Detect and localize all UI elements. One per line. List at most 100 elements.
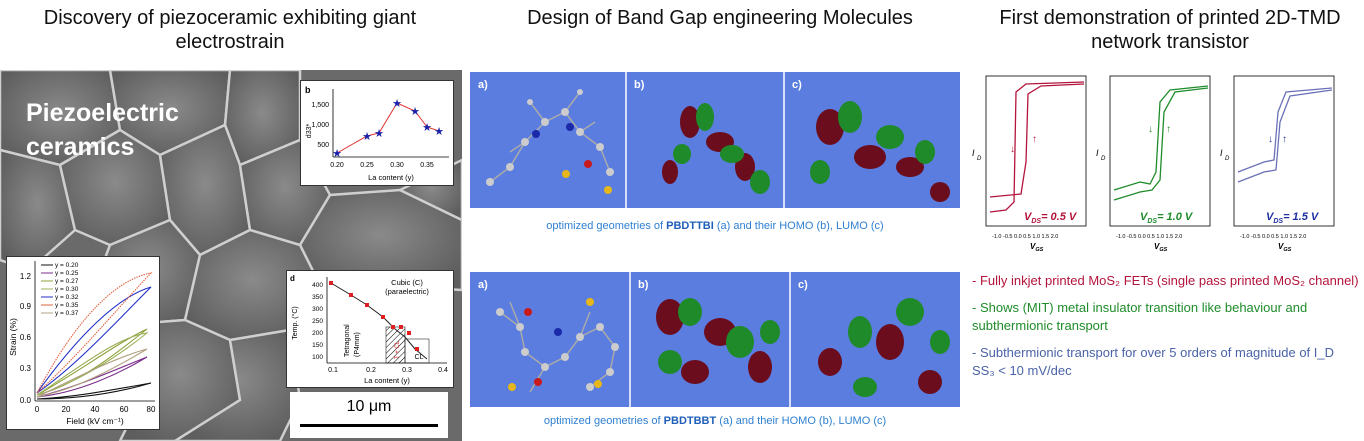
strain-xtick: 80 (147, 405, 156, 414)
svg-text:★: ★ (362, 131, 372, 143)
title-left: Discovery of piezoceramic exhibiting gia… (43, 7, 417, 53)
inset-d-xtick: 0.3 (402, 367, 412, 374)
svg-text:↑: ↑ (1032, 134, 1037, 145)
strain-xtick: 60 (120, 405, 129, 414)
inset-d-tet2: (P4mm) (354, 332, 361, 357)
svg-text:★: ★ (374, 128, 384, 140)
vgs-ticks: -1.0 -0.5 0.0 0.5 1.0 1.5 2.0 (1240, 234, 1306, 240)
svg-text:★: ★ (434, 126, 444, 138)
piezo-panel: Piezoelectric ceramics b 1,500 1,000 500… (0, 70, 462, 441)
label-b: b) (638, 279, 649, 291)
molecule-row-2: a) b) c) (470, 272, 960, 407)
strain-ylabel: Strain (%) (8, 318, 18, 356)
id-label: I (1220, 148, 1223, 158)
inset-d-cl: CL (415, 354, 424, 361)
svg-text:↓: ↓ (1148, 124, 1153, 135)
inset-d-xtick: 0.2 (366, 367, 376, 374)
inset-d-ylabel: Temp. (°C) (291, 306, 299, 340)
inset-d-ytick: 300 (312, 306, 323, 313)
strain-legend-entry: y = 0.27 (55, 278, 79, 285)
note-2: - Shows (MIT) metal insulator transition… (972, 300, 1308, 333)
strain-legend-entry: y = 0.20 (55, 262, 79, 269)
inset-d-tc: T + CL (395, 340, 401, 359)
strain-legend: y = 0.20 y = 0.25 y = 0.27 y = 0.30 y = … (41, 262, 79, 317)
vgs-label: VGS (1278, 242, 1292, 252)
inset-b-ytick: 500 (317, 142, 329, 149)
strain-ytick: 1.2 (20, 272, 32, 281)
inset-d-ytick: 250 (312, 318, 323, 325)
svg-text:↓: ↓ (1010, 144, 1015, 155)
inset-d-cubic: Cubic (C) (391, 278, 423, 287)
strain-legend-entry: y = 0.35 (55, 302, 79, 309)
id-label-sub: D (977, 156, 982, 162)
caption-1: optimized geometries of PBDTTBI (a) and … (546, 220, 884, 232)
inset-b-points: ★★★ ★★★★ (332, 98, 444, 160)
inset-d-xlabel: La content (y) (364, 376, 410, 385)
strain-legend-entry: y = 0.25 (55, 270, 79, 277)
scale-label: 10 μm (346, 398, 392, 415)
inset-b-xtick: 0.25 (360, 162, 374, 169)
vgs-ticks: -1.0 -0.5 0.0 0.5 1.0 1.5 2.0 (1116, 234, 1182, 240)
vgs-ticks: -1.0 -0.5 0.0 0.5 1.0 1.5 2.0 (992, 234, 1058, 240)
caption-2: optimized geometries of PBDTBBT (a) and … (543, 415, 887, 427)
inset-d-chart: d 400 350 300 250 200 150 100 0.1 0.2 0.… (286, 270, 454, 388)
svg-text:★: ★ (332, 148, 342, 160)
scale-bar: 10 μm (290, 392, 448, 438)
inset-d-para: (paraelectric) (385, 287, 429, 296)
inset-d-xtick: 0.1 (328, 367, 338, 374)
inset-b-chart: b 1,500 1,000 500 0.20 0.25 0.30 0.35 La… (300, 80, 454, 186)
vds-1-label: VDS= 0.5 V (1024, 211, 1078, 225)
title-right: First demonstration of printed 2D-TMD ne… (999, 7, 1341, 53)
inset-b-xtick: 0.20 (330, 162, 344, 169)
strain-xtick: 40 (91, 405, 100, 414)
transfer-curve-3: I D ↓ ↑ VDS= 1.5 V -1.0 -0.5 0.0 0.5 1.0 … (1220, 75, 1335, 252)
id-label-sub: D (1101, 156, 1106, 162)
inset-d-ytick: 400 (312, 282, 323, 289)
svg-text:★: ★ (422, 122, 432, 134)
note-3: - Subthermionic transport for over 5 ord… (972, 345, 1335, 378)
transfer-curve-1: I D ↓↑ VDS= 0.5 V -1.0 -0.5 0.0 0.5 1.0 … (972, 75, 1087, 252)
inset-b-label: b (305, 85, 311, 95)
label-a: a) (478, 79, 488, 91)
strain-xtick: 0 (35, 405, 40, 414)
piezo-line1: Piezoelectric (26, 99, 179, 127)
label-c: c) (792, 79, 802, 91)
strain-legend-entry: y = 0.32 (55, 294, 79, 301)
strain-ytick: 0.6 (20, 333, 32, 342)
label-c: c) (798, 279, 808, 291)
inset-b-xlabel: La content (y) (368, 173, 414, 182)
inset-d-tet: Tetragonal (344, 324, 351, 357)
inset-b-ytick: 1,000 (311, 122, 329, 129)
strain-xtick: 20 (62, 405, 71, 414)
svg-text:★: ★ (410, 106, 420, 118)
vgs-label: VGS (1154, 242, 1168, 252)
inset-d-ytick: 100 (312, 354, 323, 361)
title-middle: Design of Band Gap engineering Molecules (527, 7, 913, 29)
strain-ytick: 0.0 (20, 396, 32, 405)
inset-d-ytick: 200 (312, 330, 323, 337)
inset-d-xtick: 0.4 (438, 367, 448, 374)
vgs-label: VGS (1030, 242, 1044, 252)
vds-3-label: VDS= 1.5 V (1266, 211, 1320, 225)
strain-ytick: 0.9 (20, 302, 32, 311)
strain-ytick: 0.3 (20, 364, 32, 373)
vds-2-label: VDS= 1.0 V (1140, 211, 1194, 225)
strain-chart: 1.2 0.9 0.6 0.3 0.0 0 20 40 60 80 Field … (6, 256, 160, 430)
svg-text:↑: ↑ (1282, 134, 1287, 145)
inset-d-ytick: 350 (312, 294, 323, 301)
svg-text:★: ★ (392, 98, 402, 110)
transistor-notes: - Fully inkjet printed MoS₂ FETs (single… (972, 272, 1360, 389)
inset-b-xtick: 0.30 (390, 162, 404, 169)
molecule-row-1: a) b) c) (470, 72, 960, 208)
label-a: a) (478, 279, 488, 291)
strain-legend-entry: y = 0.37 (55, 310, 79, 317)
strain-xlabel: Field (kV cm⁻¹) (66, 416, 124, 426)
id-label: I (1096, 148, 1099, 158)
svg-text:↓: ↓ (1268, 134, 1273, 145)
piezo-line2: ceramics (26, 133, 135, 161)
id-label-sub: D (1225, 156, 1230, 162)
strain-legend-entry: y = 0.30 (55, 286, 79, 293)
note-1: - Fully inkjet printed MoS₂ FETs (single… (972, 273, 1359, 288)
transfer-curve-2: I D ↓↑ VDS= 1.0 V -1.0 -0.5 0.0 0.5 1.0 … (1096, 75, 1211, 252)
label-b: b) (634, 79, 645, 91)
